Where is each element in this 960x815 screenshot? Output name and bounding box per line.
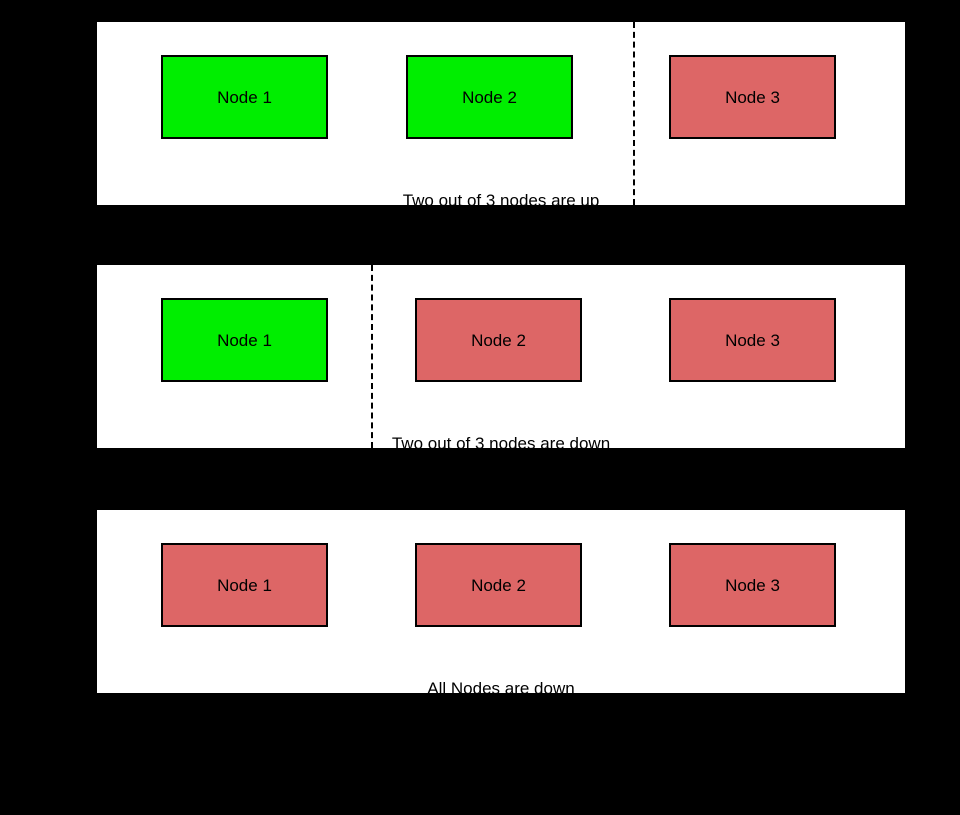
node-label: Node 1 — [217, 575, 272, 595]
scenario-panel-1: Node 1 Node 2 Node 3 Two out of 3 nodes … — [97, 22, 905, 279]
quorum-divider-line-2 — [371, 265, 373, 448]
node-box-1-2[interactable]: Node 2 — [406, 55, 573, 139]
node-box-3-2[interactable]: Node 2 — [415, 543, 582, 627]
node-box-2-1[interactable]: Node 1 — [161, 298, 328, 382]
scenario-panel-3: Node 1 Node 2 Node 3 All Nodes are down … — [97, 510, 905, 767]
quorum-divider-line-1 — [633, 22, 635, 205]
caption-line-2: Majority Fails & Cluster Stops — [389, 748, 613, 767]
diagram-canvas: Node 1 Node 2 Node 3 Two out of 3 nodes … — [97, 22, 905, 767]
node-box-2-2[interactable]: Node 2 — [415, 298, 582, 382]
node-box-1-3[interactable]: Node 3 — [669, 55, 836, 139]
scenario-panel-2: Node 1 Node 2 Node 3 Two out of 3 nodes … — [97, 265, 905, 522]
node-label: Node 2 — [471, 330, 526, 350]
node-box-3-1[interactable]: Node 1 — [161, 543, 328, 627]
node-label: Node 3 — [725, 330, 780, 350]
node-label: Node 1 — [217, 87, 272, 107]
caption-line-1: Two out of 3 nodes are down — [391, 434, 611, 453]
node-label: Node 3 — [725, 87, 780, 107]
node-label: Node 2 — [471, 575, 526, 595]
node-label: Node 3 — [725, 575, 780, 595]
node-box-3-3[interactable]: Node 3 — [669, 543, 836, 627]
node-label: Node 2 — [462, 87, 517, 107]
scenario-caption-3: All Nodes are down Majority Fails & Clus… — [97, 631, 905, 815]
caption-line-1: Two out of 3 nodes are up — [402, 191, 600, 210]
node-box-2-3[interactable]: Node 3 — [669, 298, 836, 382]
node-label: Node 1 — [217, 330, 272, 350]
caption-line-1: All Nodes are down — [427, 679, 575, 698]
node-box-1-1[interactable]: Node 1 — [161, 55, 328, 139]
